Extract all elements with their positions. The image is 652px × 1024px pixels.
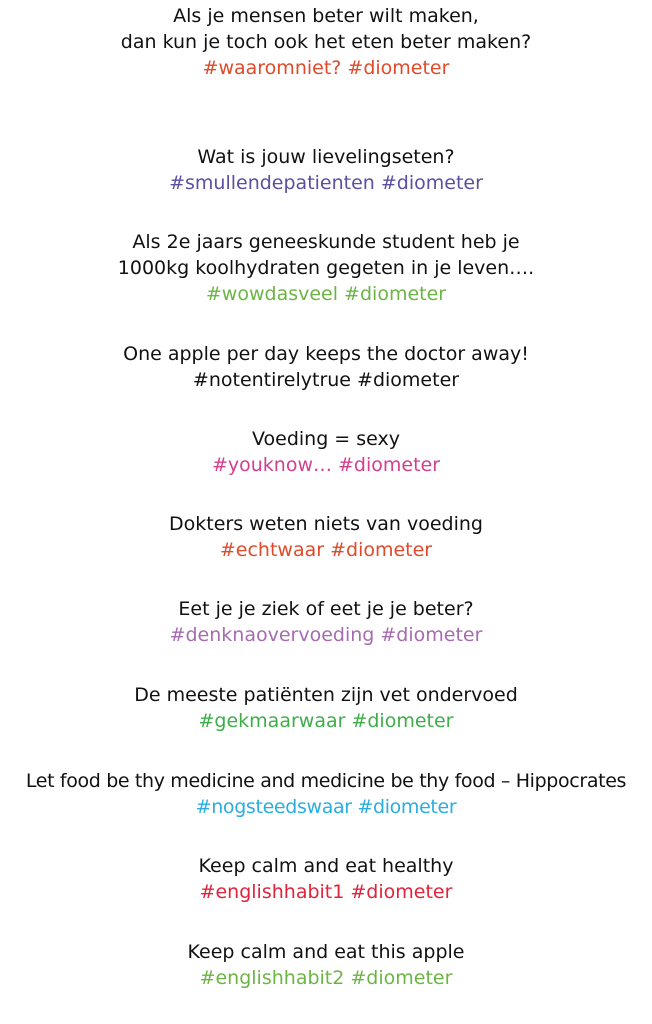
- quote-text-line: Als je mensen beter wilt maken,: [173, 5, 479, 27]
- quote-block-2: Wat is jouw lievelingseten? #smullendepa…: [0, 144, 652, 196]
- quote-block-11: Keep calm and eat this apple #englishhab…: [0, 939, 652, 991]
- quote-block-4: One apple per day keeps the doctor away!…: [0, 341, 652, 393]
- quote-text-line: Als 2e jaars geneeskunde student heb je: [132, 231, 520, 253]
- quote-text-line: 1000kg koolhydraten gegeten in je leven……: [117, 257, 535, 279]
- hashtag-line: #gekmaarwaar #diometer: [198, 710, 454, 732]
- hashtag-line: #englishhabit1 #diometer: [199, 881, 453, 903]
- hashtag-line: #notentirelytrue #diometer: [192, 369, 460, 391]
- quote-text-line: Wat is jouw lievelingseten?: [197, 146, 455, 168]
- quote-text-line: One apple per day keeps the doctor away!: [123, 343, 529, 365]
- quote-block-8: De meeste patiënten zijn vet ondervoed #…: [0, 682, 652, 734]
- hashtag-line: #wowdasveel #diometer: [205, 283, 447, 305]
- quote-text-line: Dokters weten niets van voeding: [169, 513, 483, 535]
- quote-block-3: Als 2e jaars geneeskunde student heb je …: [0, 229, 652, 307]
- quote-text-line: Voeding = sexy: [251, 428, 401, 450]
- quote-block-9: Let food be thy medicine and medicine be…: [0, 768, 652, 820]
- quote-text-line: De meeste patiënten zijn vet ondervoed: [134, 684, 518, 706]
- hashtag-line: #nogsteedswaar #diometer: [195, 796, 457, 818]
- quote-text-line: dan kun je toch ook het eten beter maken…: [120, 31, 532, 53]
- hashtag-line: #smullendepatienten #diometer: [169, 172, 483, 194]
- quote-block-10: Keep calm and eat healthy #englishhabit1…: [0, 853, 652, 905]
- hashtag-line: #youknow… #diometer: [211, 454, 441, 476]
- quote-text-line: Keep calm and eat this apple: [187, 941, 465, 963]
- hashtag-line: #denknaovervoeding #diometer: [169, 624, 483, 646]
- quote-text-line: Keep calm and eat healthy: [198, 855, 454, 877]
- hashtag-line: #englishhabit2 #diometer: [199, 967, 453, 989]
- quote-text-line: Let food be thy medicine and medicine be…: [25, 770, 627, 792]
- hashtag-line: #waaromniet? #diometer: [202, 57, 450, 79]
- quote-block-7: Eet je je ziek of eet je je beter? #denk…: [0, 596, 652, 648]
- quote-block-1: Als je mensen beter wilt maken, dan kun …: [0, 3, 652, 81]
- quote-block-5: Voeding = sexy #youknow… #diometer: [0, 426, 652, 478]
- quote-text-line: Eet je je ziek of eet je je beter?: [178, 598, 474, 620]
- quote-block-6: Dokters weten niets van voeding #echtwaa…: [0, 511, 652, 563]
- hashtag-line: #echtwaar #diometer: [219, 539, 433, 561]
